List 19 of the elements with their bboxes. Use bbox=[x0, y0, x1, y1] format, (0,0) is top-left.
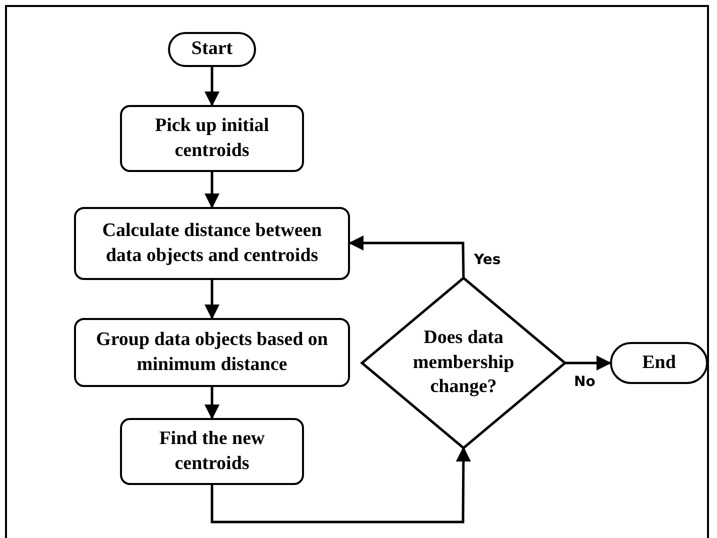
arrow bbox=[210, 446, 471, 524]
process-box bbox=[74, 318, 350, 387]
process-box bbox=[120, 418, 304, 485]
node-text: Does data membership change? bbox=[412, 326, 516, 400]
arrow bbox=[348, 236, 465, 278]
arrow bbox=[204, 172, 220, 208]
arrow bbox=[565, 356, 612, 370]
node-text: Calculate distance between data objects and centroids bbox=[101, 218, 323, 268]
process-box bbox=[120, 105, 304, 172]
node-text: Find the new centroids bbox=[158, 426, 266, 476]
node-text: End bbox=[642, 350, 676, 375]
process-box bbox=[74, 207, 350, 280]
node-text: Pick up initial centroids bbox=[154, 114, 270, 162]
node-text: Group data objects based on minimum distance bbox=[95, 328, 329, 376]
arrow bbox=[204, 67, 220, 106]
decision-diamond bbox=[362, 278, 565, 448]
node-text: Start bbox=[191, 37, 233, 62]
arrow bbox=[204, 280, 220, 320]
arrow bbox=[204, 387, 220, 420]
